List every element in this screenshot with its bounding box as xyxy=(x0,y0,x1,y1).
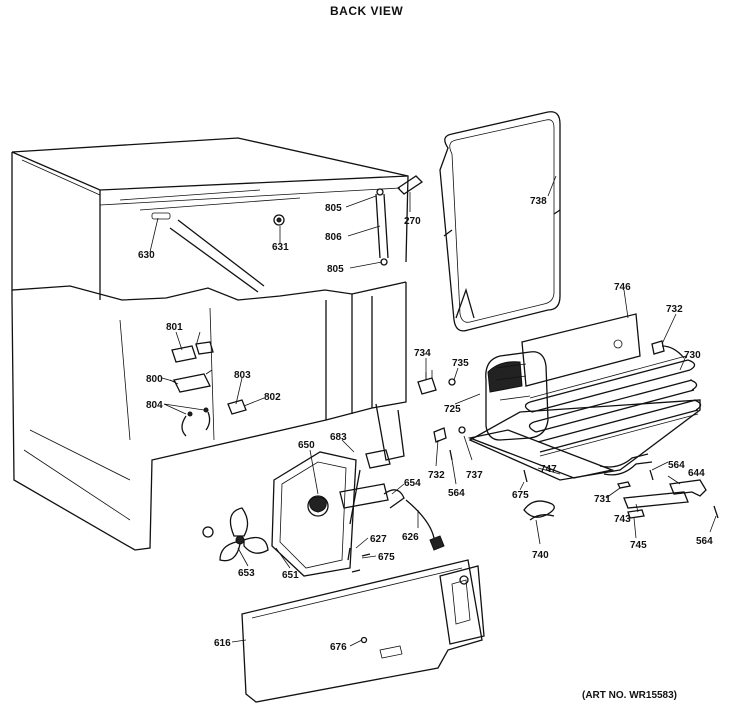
callout-746: 746 xyxy=(614,282,631,293)
cabinet xyxy=(11,137,424,551)
leader-lines xyxy=(149,175,717,647)
callout-630: 630 xyxy=(138,250,155,261)
callout-743: 743 xyxy=(614,514,631,525)
callout-731: 731 xyxy=(594,494,611,505)
condenser-loop xyxy=(439,111,561,332)
callout-564-left: 564 xyxy=(448,488,465,499)
small-hardware xyxy=(433,426,719,521)
callout-738: 738 xyxy=(530,196,547,207)
art-number: (ART NO. WR15583) xyxy=(582,690,678,701)
callout-626: 626 xyxy=(402,532,419,543)
callout-651: 651 xyxy=(282,570,299,581)
callout-650: 650 xyxy=(298,440,315,451)
callout-labels: 630 631 805 806 805 270 738 746 732 730 … xyxy=(138,196,713,653)
callout-683: 683 xyxy=(330,432,347,443)
callout-564-upper-right: 564 xyxy=(668,460,685,471)
callout-737: 737 xyxy=(466,470,483,481)
callout-654: 654 xyxy=(404,478,421,489)
callout-676: 676 xyxy=(330,642,347,653)
callout-627: 627 xyxy=(370,534,387,545)
callout-800: 800 xyxy=(146,374,163,385)
callout-801: 801 xyxy=(166,322,183,333)
callout-735: 735 xyxy=(452,358,469,369)
callout-270: 270 xyxy=(404,216,421,227)
callout-675-left: 675 xyxy=(378,552,395,563)
callout-725: 725 xyxy=(444,404,461,415)
callout-653: 653 xyxy=(238,568,255,579)
callout-745: 745 xyxy=(630,540,647,551)
callout-732-upper: 732 xyxy=(666,304,683,315)
callout-804: 804 xyxy=(146,400,163,411)
callout-802: 802 xyxy=(264,392,281,403)
callout-747: 747 xyxy=(540,464,557,475)
callout-806: 806 xyxy=(325,232,342,243)
callout-564-lower-right: 564 xyxy=(696,536,713,547)
callout-675-right: 675 xyxy=(512,490,529,501)
access-cover xyxy=(241,559,485,703)
callout-805-upper: 805 xyxy=(325,203,342,214)
callout-740: 740 xyxy=(532,550,549,561)
diagram-title: BACK VIEW xyxy=(330,4,404,18)
callout-730: 730 xyxy=(684,350,701,361)
callout-732-lower: 732 xyxy=(428,470,445,481)
callout-631: 631 xyxy=(272,242,289,253)
fan-motor-assembly xyxy=(202,449,445,577)
callout-644: 644 xyxy=(688,468,705,479)
callout-616: 616 xyxy=(214,638,231,649)
callout-803: 803 xyxy=(234,370,251,381)
callout-805-lower: 805 xyxy=(327,264,344,275)
callout-734: 734 xyxy=(414,348,431,359)
compressor-assembly xyxy=(417,313,702,481)
